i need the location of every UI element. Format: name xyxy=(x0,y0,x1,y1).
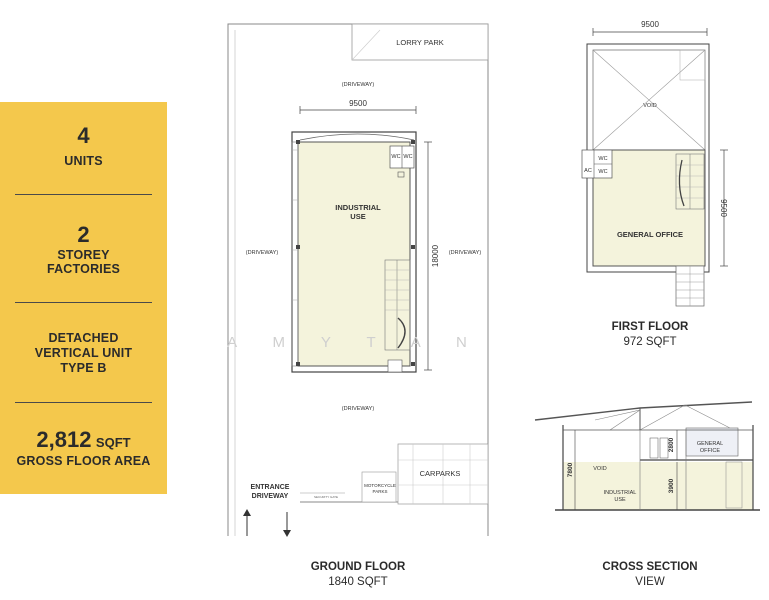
first-floor-area: 972 SQFT xyxy=(623,336,677,348)
cs-office-label-2: OFFICE xyxy=(700,448,720,454)
units-value: 4 xyxy=(77,123,90,148)
storey-value: 2 xyxy=(77,222,90,247)
cs-industrial-label-2: USE xyxy=(614,497,626,503)
gf-length-dim: 18000 xyxy=(431,244,440,267)
ground-floor-plan: LORRY PARK (DRIVEWAY) (DRIVEWAY) (DRIVEW… xyxy=(227,23,489,537)
lorry-park-label: LORRY PARK xyxy=(396,38,444,47)
first-floor-plan: 9500 VOID AC WC WC GENERAL OFFICE xyxy=(581,20,728,307)
gf-room-label-1: INDUSTRIAL xyxy=(335,203,381,212)
ff-wc-1: WC xyxy=(598,156,607,162)
motorcycle-label-1: MOTORCYCLE xyxy=(364,483,396,488)
ff-void-label: VOID xyxy=(643,103,656,109)
cs-dim-total: 7800 xyxy=(567,462,574,477)
type-label-3: TYPE B xyxy=(60,361,107,375)
security-gate-label: SECURITY GATE xyxy=(314,495,338,499)
ground-floor-area: 1840 SQFT xyxy=(328,576,388,588)
divider xyxy=(15,194,152,195)
first-floor-title: FIRST FLOOR xyxy=(611,321,689,333)
divider xyxy=(15,302,152,303)
ff-ac-label: AC xyxy=(584,168,592,174)
gfa-value: 2,812 xyxy=(36,427,92,452)
cs-office-label-1: GENERAL xyxy=(697,441,723,447)
storey-label-2: FACTORIES xyxy=(46,262,121,276)
entrance-label-1: ENTRANCE xyxy=(251,484,290,491)
gfa-label: GROSS FLOOR AREA xyxy=(16,454,151,468)
driveway-bottom-label: (DRIVEWAY) xyxy=(342,406,375,412)
ff-height-dim: 9500 xyxy=(719,199,728,217)
gfa-row: 2,812 SQFT xyxy=(0,428,167,452)
driveway-left-label: (DRIVEWAY) xyxy=(246,250,279,256)
driveway-right-label: (DRIVEWAY) xyxy=(449,250,482,256)
driveway-top-label: (DRIVEWAY) xyxy=(342,82,375,88)
cross-section-title: CROSS SECTION xyxy=(602,561,698,573)
gfa-unit: SQFT xyxy=(95,435,131,450)
summary-panel: 4 UNITS 2 STOREY FACTORIES DETACHED VERT… xyxy=(0,102,167,494)
divider xyxy=(15,402,152,403)
watermark: A M Y T A N xyxy=(227,334,483,351)
type-label-1: DETACHED xyxy=(48,331,119,345)
ff-width-dim: 9500 xyxy=(641,20,659,29)
motorcycle-label-2: PARKS xyxy=(373,489,388,494)
carparks-label: CARPARKS xyxy=(420,469,461,478)
cs-void-label: VOID xyxy=(593,466,606,472)
cs-dim-lower: 3900 xyxy=(668,478,675,493)
ground-floor-title: GROUND FLOOR xyxy=(310,561,406,573)
ground-floor-caption: GROUND FLOOR 1840 SQFT xyxy=(288,560,428,590)
first-floor-caption: FIRST FLOOR 972 SQFT xyxy=(590,320,710,350)
entrance-label-2: DRIVEWAY xyxy=(252,493,289,500)
cs-industrial-label-1: INDUSTRIAL xyxy=(604,490,637,496)
ff-wc-2: WC xyxy=(598,169,607,175)
gf-wc-2: WC xyxy=(403,154,412,160)
type-label-2: VERTICAL UNIT xyxy=(34,346,133,360)
cross-section-drawing: GENERAL OFFICE VOID INDUSTRIAL USE 7800 … xyxy=(534,401,760,511)
cross-section-subtitle: VIEW xyxy=(635,576,665,588)
gf-width-dim: 9500 xyxy=(349,99,367,108)
cross-section-caption: CROSS SECTION VIEW xyxy=(590,560,710,590)
ff-office-label: GENERAL OFFICE xyxy=(617,230,683,239)
cs-dim-upper: 2800 xyxy=(668,437,675,452)
units-label: UNITS xyxy=(64,154,103,168)
gf-room-label-2: USE xyxy=(350,212,365,221)
storey-label: STOREY xyxy=(57,248,110,262)
gf-wc-1: WC xyxy=(391,154,400,160)
